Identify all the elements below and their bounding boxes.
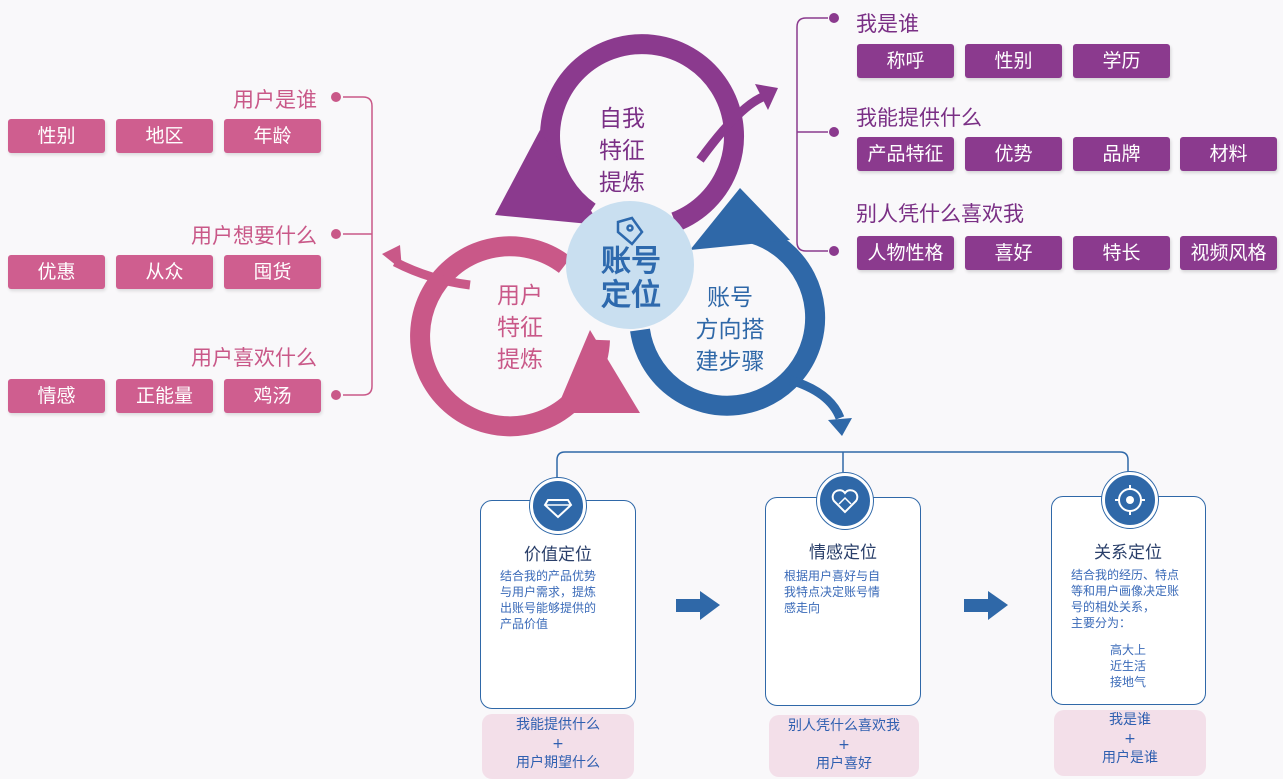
self-petal-label: 自我 特征 提炼 [580, 103, 664, 199]
card-description: 结合我的经历、特点 等和用户画像决定账 号的相处关系， 主要分为： [1071, 568, 1180, 630]
right-tag: 称呼 [857, 44, 954, 78]
left-tag: 正能量 [116, 379, 213, 413]
self-petal-line: 自我 [599, 106, 645, 132]
right-heading-provide: 我能提供什么 [856, 106, 982, 130]
user-petal-shape [382, 236, 640, 437]
left-heading-want: 用户想要什么 [191, 224, 317, 248]
target-icon [1102, 472, 1158, 528]
footer-line: 我能提供什么 [516, 717, 600, 733]
user-petal-line: 特征 [497, 315, 543, 341]
left-tag: 从众 [116, 255, 213, 289]
self-petal-line: 特征 [599, 138, 645, 164]
self-petal-line: 提炼 [599, 170, 645, 196]
self-petal-shape [495, 34, 778, 232]
value-card-footer: 我能提供什么 + 用户期望什么 [482, 714, 634, 779]
emotion-card [765, 497, 921, 706]
right-tag: 视频风格 [1180, 236, 1277, 270]
steps-petal-line: 建步骤 [695, 349, 765, 375]
footer-plus: + [552, 736, 564, 752]
relation-card-footer: 我是谁 + 用户是谁 [1054, 710, 1206, 776]
tag-icon [616, 216, 644, 246]
footer-plus: + [1124, 731, 1136, 747]
user-petal-label: 用户 特征 提炼 [478, 280, 562, 376]
card-description: 结合我的产品优势 与用户需求，提炼 出账号能够提供的 产品价值 [500, 569, 597, 631]
footer-line: 别人凭什么喜欢我 [788, 718, 900, 734]
right-tag: 材料 [1180, 137, 1277, 171]
center-label-line: 账号 [601, 244, 661, 279]
right-tag: 优势 [965, 137, 1062, 171]
right-tag: 产品特征 [857, 137, 954, 171]
center-label: 账号 定位 [594, 245, 668, 313]
steps-petal-line: 方向搭 [695, 317, 765, 343]
right-tag: 性别 [965, 44, 1062, 78]
card-title: 关系定位 [1094, 543, 1162, 563]
footer-line: 用户喜好 [816, 756, 872, 772]
footer-line: 我是谁 [1109, 712, 1151, 728]
right-tag: 喜好 [965, 236, 1062, 270]
steps-petal-shape [630, 188, 852, 436]
left-tag: 情感 [8, 379, 105, 413]
card-title: 情感定位 [809, 543, 877, 563]
left-bracket [343, 96, 373, 396]
arrow-right-icon-1 [676, 591, 720, 620]
right-tag: 人物性格 [857, 236, 954, 270]
left-tag: 性别 [8, 119, 105, 153]
steps-petal-label: 账号 方向搭 建步骤 [680, 282, 780, 378]
center-label-line: 定位 [601, 278, 661, 313]
card-title: 价值定位 [524, 545, 592, 565]
footer-line: 用户是谁 [1102, 750, 1158, 766]
relation-card [1051, 496, 1206, 705]
heart-icon [817, 473, 873, 529]
user-petal-line: 用户 [497, 283, 543, 309]
left-tag: 地区 [116, 119, 213, 153]
card-description: 根据用户喜好与自 我特点决定账号情 感走向 [784, 569, 881, 615]
right-heading-why: 别人凭什么喜欢我 [856, 202, 1024, 226]
center-circle [566, 201, 694, 329]
right-heading-who: 我是谁 [856, 12, 919, 36]
left-tag: 优惠 [8, 255, 105, 289]
emotion-card-footer: 别人凭什么喜欢我 + 用户喜好 [769, 715, 919, 777]
left-tag: 囤货 [224, 255, 321, 289]
right-tag: 品牌 [1073, 137, 1170, 171]
left-tag: 年龄 [224, 119, 321, 153]
cards-connector [556, 451, 1129, 488]
right-tag: 学历 [1073, 44, 1170, 78]
left-heading-who: 用户是谁 [233, 88, 317, 112]
arrow-right-icon-2 [964, 591, 1008, 620]
right-tag: 特长 [1073, 236, 1170, 270]
relation-types: 高大上 近生活 接地气 [1109, 643, 1146, 689]
value-card [480, 500, 636, 709]
footer-plus: + [838, 737, 850, 753]
steps-petal-line: 账号 [707, 285, 753, 311]
left-heading-like: 用户喜欢什么 [191, 346, 317, 370]
footer-line: 用户期望什么 [516, 755, 600, 771]
right-bracket [796, 17, 828, 252]
left-tag: 鸡汤 [224, 379, 321, 413]
user-petal-line: 提炼 [497, 347, 543, 373]
diamond-icon [530, 478, 586, 534]
